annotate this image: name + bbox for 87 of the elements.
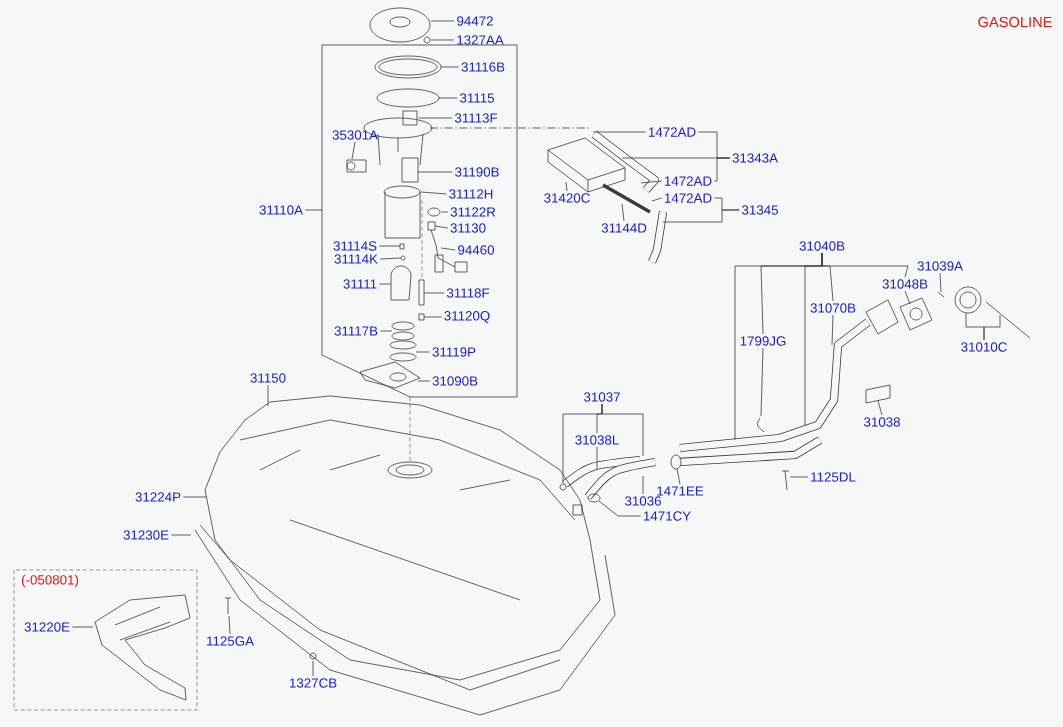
part-number: 31220E (24, 622, 70, 632)
leader-line (379, 257, 402, 260)
part-number: 31048B (882, 279, 928, 289)
leader-line (182, 496, 207, 498)
leader-line (429, 127, 591, 129)
part-number: 1472AD (648, 127, 696, 137)
leader-line (170, 534, 192, 536)
part-number: 31110A (259, 205, 303, 215)
leader-line (440, 211, 449, 213)
leader-line (378, 245, 401, 247)
part-number: 31113F (454, 113, 498, 123)
leader-line (434, 225, 449, 229)
part-number: 94472 (457, 16, 493, 26)
part-number: 31120Q (444, 311, 490, 323)
leader-line (351, 141, 356, 160)
part-number: 1327AA (457, 35, 504, 45)
part-number: 31114S (333, 241, 377, 251)
leader-line (415, 351, 431, 353)
leader-line (831, 314, 834, 346)
part-number: 1327CB (289, 678, 337, 688)
part-number: 31190B (455, 167, 499, 177)
leader-line (228, 615, 231, 635)
part-number: 1472AD (664, 193, 712, 203)
part-number: 31115 (459, 93, 494, 103)
leader-line (418, 117, 453, 119)
part-number: 31224P (135, 492, 181, 502)
leader-line (430, 20, 455, 22)
part-number: 31122R (450, 207, 496, 217)
protector-drawing (94, 594, 191, 701)
part-number: 94460 (458, 245, 494, 255)
part-number: 1125GA (207, 636, 254, 646)
part-number: 31114K (334, 254, 378, 264)
leader-line (423, 292, 445, 294)
leader-line (939, 272, 942, 293)
leader-line (440, 66, 460, 68)
leader-line (640, 180, 663, 184)
part-number: 31039A (917, 261, 963, 271)
leader-line (592, 131, 647, 133)
leader-line (983, 314, 1001, 341)
part-number: 31343A (732, 153, 778, 163)
leader-line (789, 476, 809, 478)
leader-line (417, 171, 453, 173)
part-number: 31150 (250, 373, 286, 383)
leader-line (420, 191, 447, 195)
leader-line (378, 283, 392, 285)
note-label: GASOLINE (978, 16, 1052, 28)
leader-line (760, 347, 764, 417)
leader-line (621, 157, 731, 159)
leader-line (651, 197, 663, 202)
leader-line (621, 203, 625, 222)
leader-line (304, 209, 323, 211)
leader-line (642, 475, 644, 495)
part-number: 31116B (461, 62, 505, 72)
leader-line (596, 446, 598, 470)
leader-line (423, 316, 442, 318)
leader-line (312, 660, 314, 677)
part-number: 31119P (432, 347, 476, 357)
part-number: 31090B (432, 376, 478, 386)
part-number: 31040B (799, 241, 845, 251)
leader-line (821, 252, 909, 278)
leader-line (598, 500, 642, 517)
part-number: 31112H (449, 189, 493, 199)
leader-line (379, 330, 393, 332)
leader-line (71, 626, 94, 628)
leader-line (662, 209, 740, 223)
gasket-drawing (369, 7, 431, 44)
part-number: 31118F (446, 288, 490, 298)
part-number: 1472AD (664, 176, 712, 186)
leader-line (565, 181, 568, 192)
part-number: 31111 (343, 279, 377, 289)
part-number: 1471CY (643, 511, 691, 521)
leader-line (601, 403, 644, 457)
part-number: 31345 (741, 205, 778, 215)
leader-line (877, 400, 883, 416)
leader-line (267, 384, 269, 407)
assembly-frame (321, 44, 518, 398)
leader-line (676, 468, 681, 485)
part-number: 31230E (123, 530, 169, 540)
leader-line (440, 247, 456, 251)
part-number: 31117B (334, 326, 378, 336)
leader-line (904, 290, 911, 305)
leader-line (417, 380, 431, 382)
leader-line (430, 39, 455, 41)
part-number: 35301A (332, 130, 378, 140)
leader-line (438, 97, 458, 99)
part-number: 31130 (450, 223, 486, 233)
part-number: 31036 (624, 496, 661, 506)
